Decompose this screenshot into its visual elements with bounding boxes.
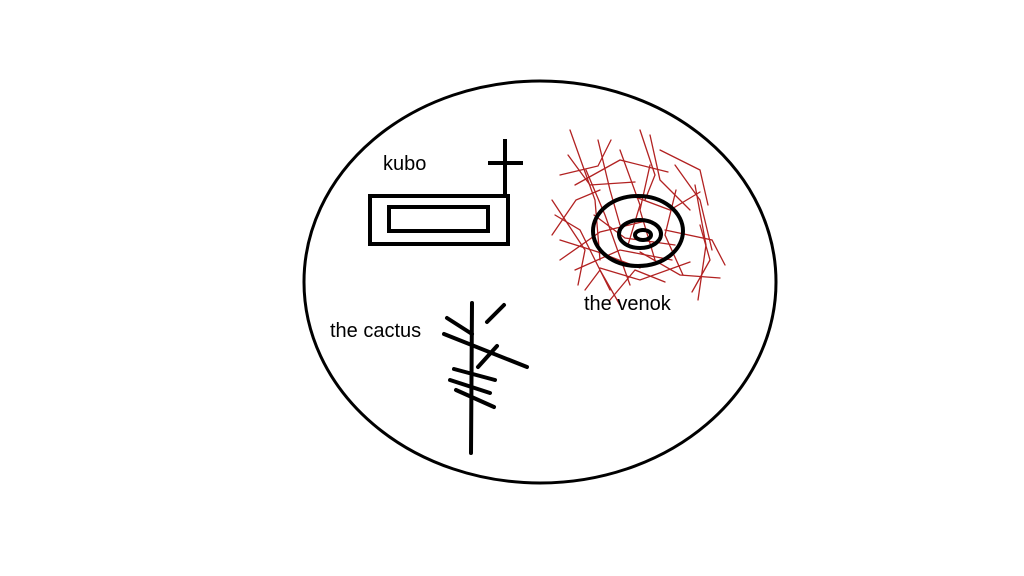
kubo-icon xyxy=(368,139,523,246)
label-cactus: the cactus xyxy=(330,320,422,342)
label-kubo: kubo xyxy=(383,153,427,175)
venok-icon xyxy=(591,194,685,268)
label-venok: the venok xyxy=(584,293,671,315)
outer-circle xyxy=(302,79,778,485)
venok-scribble xyxy=(551,129,726,306)
cactus-icon xyxy=(442,301,529,455)
